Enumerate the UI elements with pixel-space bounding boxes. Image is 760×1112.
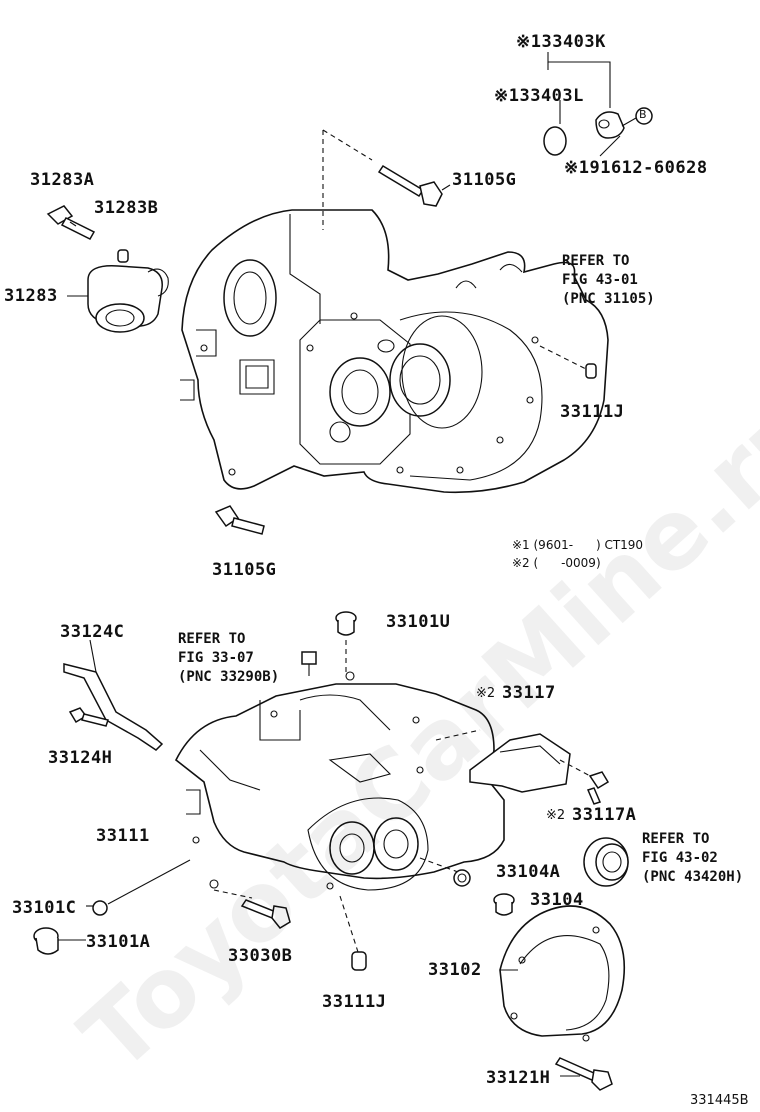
dowel-pin-33111j-bottom bbox=[339, 895, 367, 971]
transaxle-case bbox=[174, 671, 505, 891]
label-191612-60628: ※191612-60628 bbox=[564, 158, 708, 178]
refer-to-fig-33-07: REFER TO FIG 33-07 (PNC 33290B) bbox=[178, 631, 280, 685]
refer-to-fig-43-01: REFER TO FIG 43-01 (PNC 31105) bbox=[562, 253, 655, 307]
label-33111j-top: 33111J bbox=[560, 402, 625, 422]
bolt-31105g-bottom bbox=[214, 505, 265, 535]
label-33117a-prefix: ※2 bbox=[546, 808, 566, 823]
label-31283a: 31283A bbox=[30, 170, 95, 190]
drain-plug-group bbox=[33, 859, 191, 955]
label-31283: 31283 bbox=[4, 286, 58, 306]
plug-33101u bbox=[301, 611, 357, 676]
label-33117a: 33117A bbox=[572, 805, 637, 825]
ref-b-circle bbox=[635, 107, 653, 125]
label-33102: 33102 bbox=[428, 960, 482, 980]
bracket-33124c bbox=[63, 639, 164, 751]
label-33111: 33111 bbox=[96, 826, 150, 846]
label-33117: 33117 bbox=[502, 683, 556, 703]
label-33030b: 33030B bbox=[228, 946, 293, 966]
diagram-code: 331445B bbox=[690, 1093, 749, 1108]
label-33104: 33104 bbox=[530, 890, 584, 910]
label-33117-prefix: ※2 bbox=[476, 686, 496, 701]
bolt-33030b bbox=[213, 889, 291, 929]
label-133403l: ※133403L bbox=[494, 86, 584, 106]
label-33124h: 33124H bbox=[48, 748, 113, 768]
label-133403k: ※133403K bbox=[516, 32, 606, 52]
refer-to-fig-43-02: REFER TO FIG 43-02 (PNC 43420H) bbox=[642, 831, 744, 885]
label-33101c: 33101C bbox=[12, 898, 77, 918]
label-33104a: 33104A bbox=[496, 862, 561, 882]
seal-and-plugs bbox=[453, 837, 629, 916]
note-1: ※1 (9601- ) CT190 bbox=[512, 538, 644, 552]
note-2: ※2 ( -0009) bbox=[512, 556, 601, 570]
label-33101u: 33101U bbox=[386, 612, 451, 632]
label-33121h: 33121H bbox=[486, 1068, 551, 1088]
retainer-shape bbox=[595, 111, 625, 139]
bolt-31105g-top bbox=[322, 129, 451, 230]
label-31105g-top: 31105G bbox=[452, 170, 517, 190]
retainer-group-133403 bbox=[543, 52, 653, 157]
label-33101a: 33101A bbox=[86, 932, 151, 952]
clutch-housing bbox=[180, 209, 609, 494]
label-31283b: 31283B bbox=[94, 198, 159, 218]
dowel-pin-33111j-top bbox=[539, 345, 597, 379]
ref-b-letter: B bbox=[639, 108, 647, 121]
seal-ring-shape bbox=[543, 126, 567, 156]
bearing-retainer-group bbox=[46, 205, 169, 333]
label-33124c: 33124C bbox=[60, 622, 125, 642]
cover-33117 bbox=[469, 733, 610, 805]
rear-cover-33102 bbox=[499, 905, 626, 1091]
label-31105g-bottom: 31105G bbox=[212, 560, 277, 580]
label-33111j-bottom: 33111J bbox=[322, 992, 387, 1012]
